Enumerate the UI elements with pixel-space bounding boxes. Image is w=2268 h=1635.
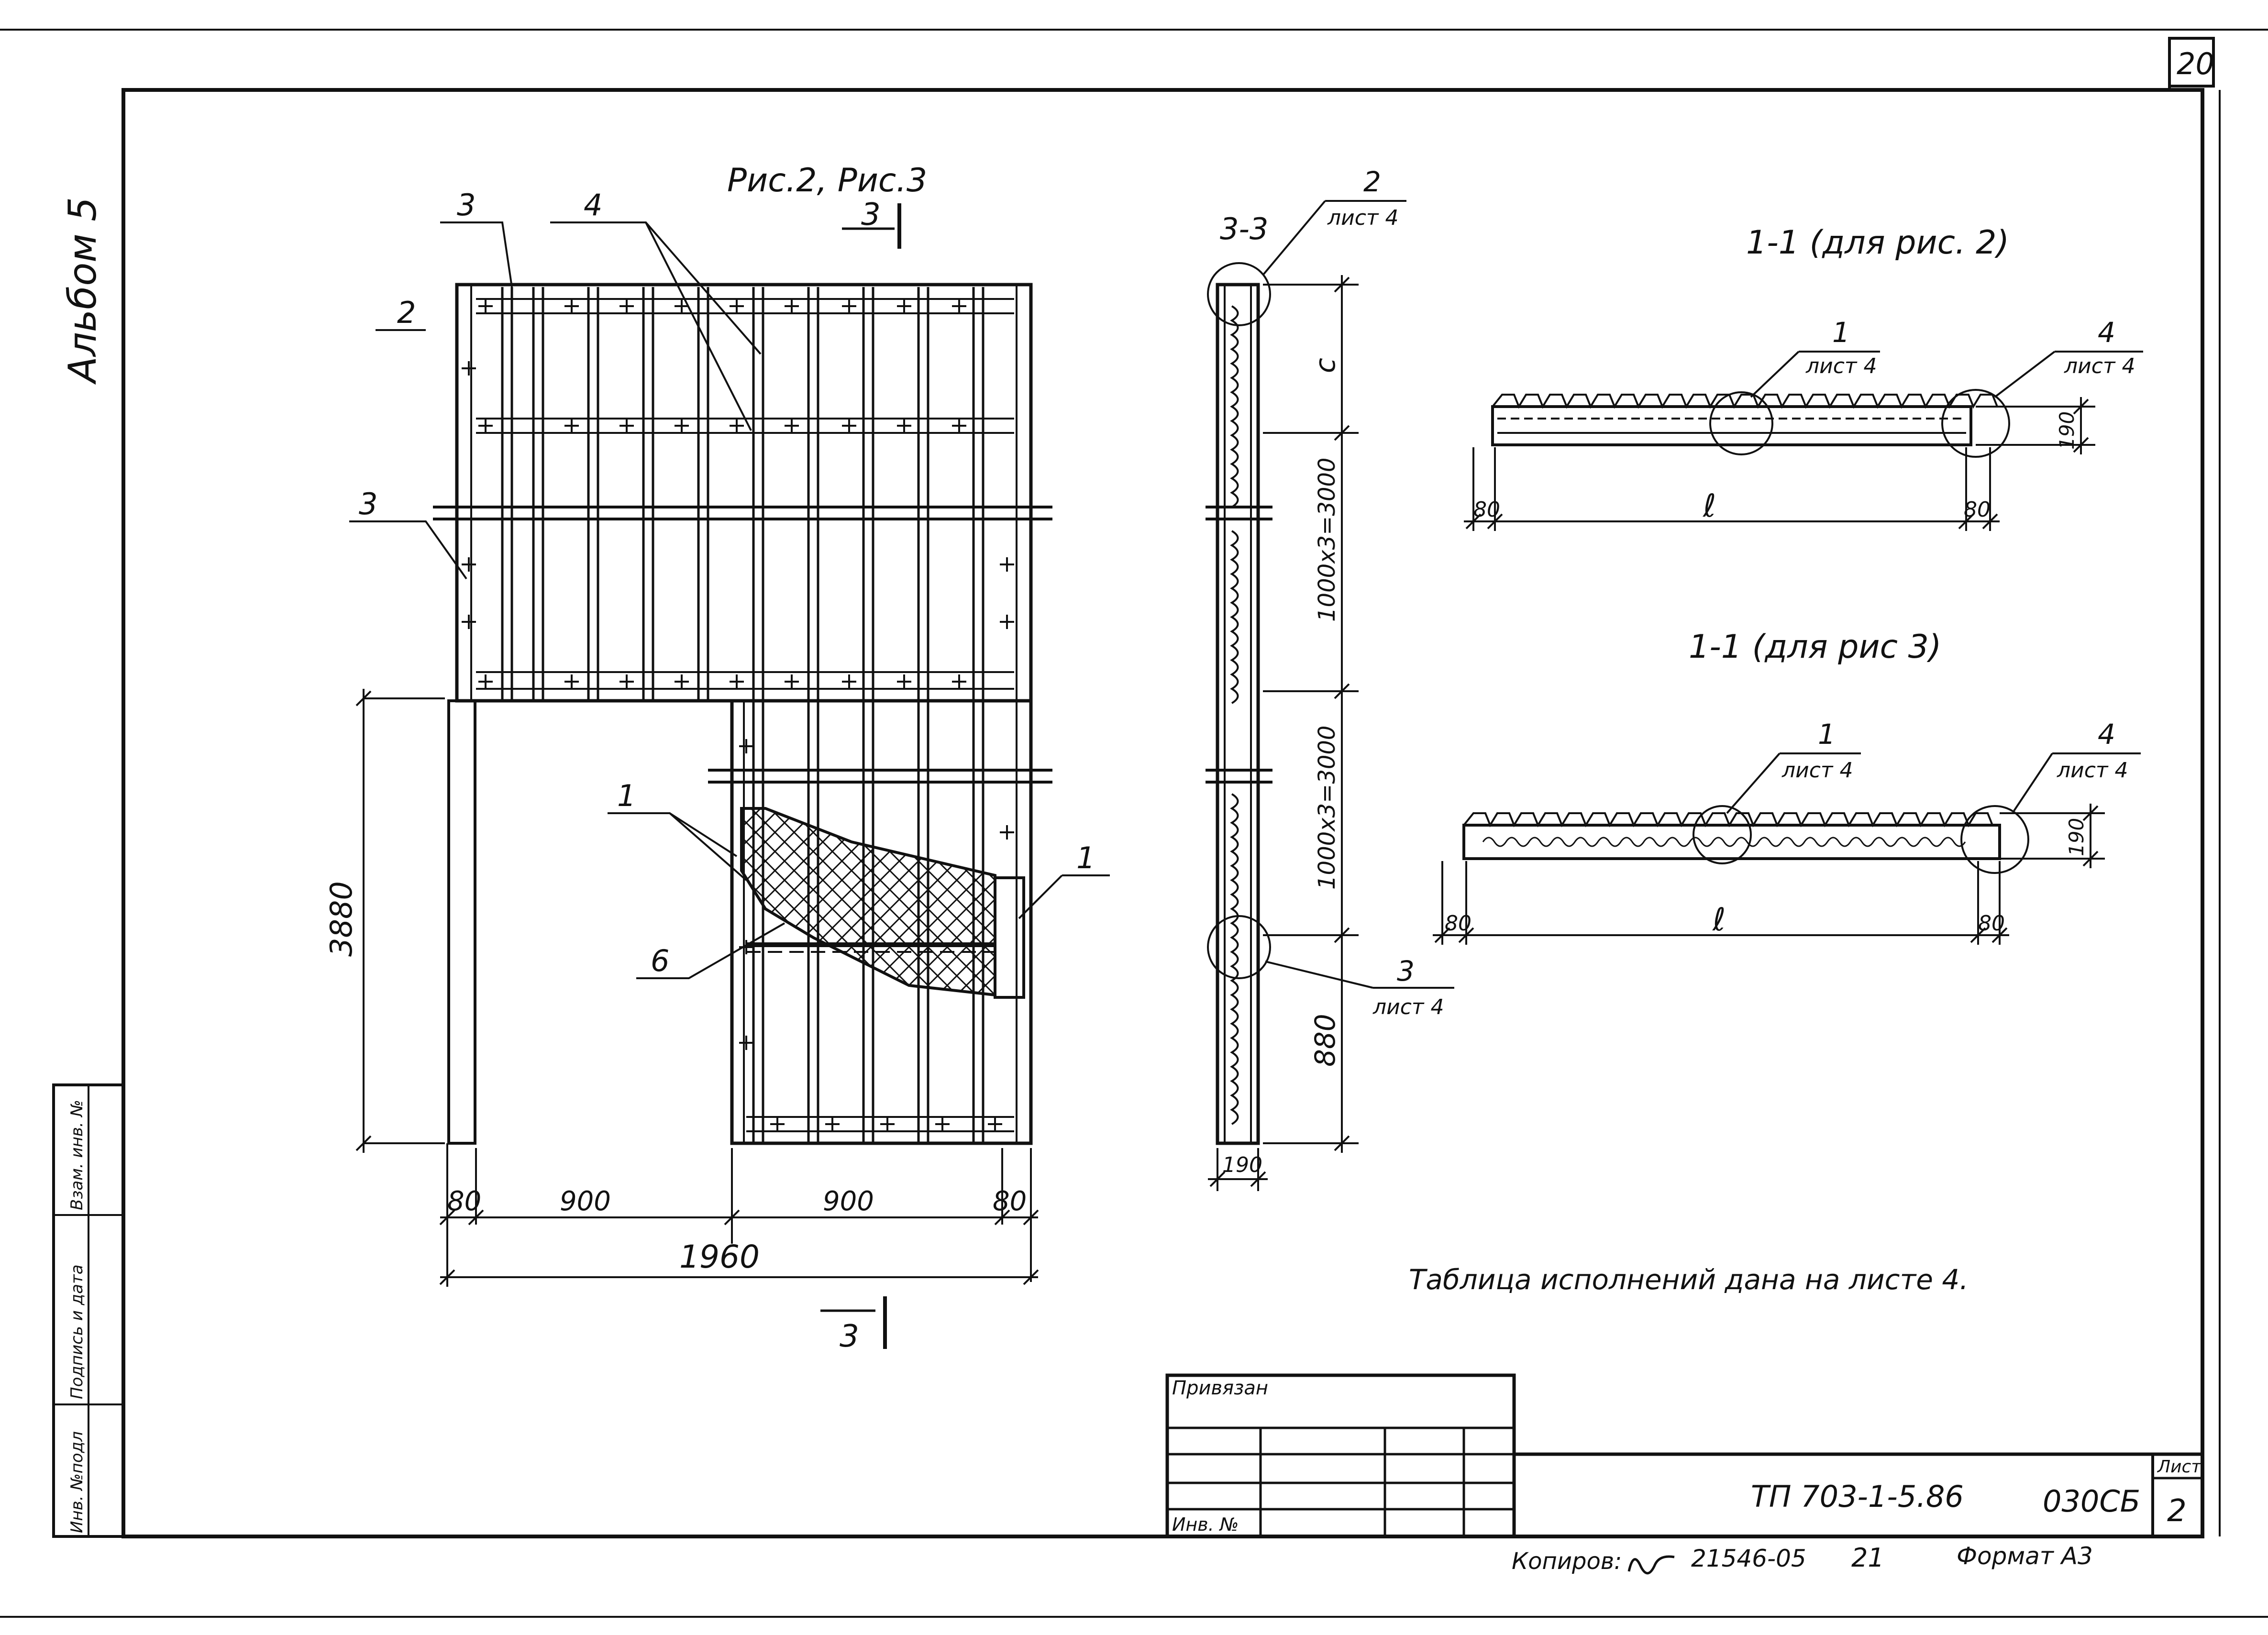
section-11-fig2-dim-l: ℓ: [1703, 487, 1716, 524]
section-11-fig3-dim-right: 80: [1978, 911, 2005, 936]
side-stamp: Инв. №подл Подпись и дата Взам. инв. №: [52, 1083, 125, 1538]
format-label: Формат А3: [1957, 1542, 2093, 1570]
callout-2: 2: [397, 295, 416, 330]
dim-total: 1960: [679, 1238, 760, 1275]
section-1-1-fig3: 1-1 (для рис 3) 1 лист 4 4 лист 4 190 80…: [1433, 628, 2141, 945]
sheet-label: Лист: [2157, 1457, 2202, 1477]
album-label: Альбом 5: [60, 197, 105, 385]
elevation-view: Рис.2, Рис.3 3: [324, 162, 1110, 1354]
doc-code: 030СБ: [2043, 1484, 2140, 1519]
callout-1-left: 1: [617, 778, 636, 813]
figure-ref: Рис.2, Рис.3: [727, 162, 927, 199]
callout-3-top: 3: [457, 188, 476, 222]
section-11-fig2-ref1-sheet: лист 4: [1805, 354, 1877, 378]
section-11-fig3-ref4-sheet: лист 4: [2057, 758, 2128, 783]
section-33-ref-top-num: 2: [1363, 166, 1381, 198]
designation: ТП 703-1-5.86: [1751, 1479, 1964, 1514]
section-11-fig3-dim-l: ℓ: [1712, 901, 1726, 938]
section-11-fig2-dim-190: 190: [2055, 411, 2079, 450]
section-11-fig2-ref4-sheet: лист 4: [2064, 354, 2135, 378]
dim-bottom-mid1: 900: [560, 1186, 611, 1217]
drawing-frame: [122, 88, 2204, 1538]
copyist-signature: [1627, 1555, 1675, 1575]
callout-6: 6: [651, 943, 669, 978]
section-33-ref-top-sheet: лист 4: [1327, 206, 1399, 230]
section-33-dim-mid1: 1000x3=3000: [1314, 458, 1340, 622]
copied-label: Копиров:: [1512, 1548, 1622, 1575]
execution-table-note: Таблица исполнений дана на листе 4.: [1409, 1263, 1969, 1296]
dim-height: 3880: [324, 881, 359, 957]
stamp-signature-date: Подпись и дата: [67, 1264, 87, 1399]
section-33-dim-190: 190: [1222, 1153, 1262, 1177]
section-33-dim-880: 880: [1309, 1014, 1341, 1067]
callout-3-mid: 3: [359, 486, 377, 521]
section-33-dim-mid2: 1000x3=3000: [1314, 726, 1340, 890]
section-11-fig2-dim-left: 80: [1473, 497, 1500, 522]
section-11-fig3-title: 1-1 (для рис 3): [1689, 628, 1941, 666]
dim-bottom-right: 80: [993, 1186, 1027, 1217]
copy-extra: 21: [1851, 1543, 1884, 1573]
section-11-fig3-dim-190: 190: [2065, 818, 2088, 856]
callout-1-right: 1: [1076, 840, 1095, 875]
section-11-fig3-ref1-sheet: лист 4: [1781, 758, 1853, 783]
section-33-dim-c: c: [1309, 358, 1341, 373]
section-mark-top: 3: [861, 197, 881, 232]
callout-4: 4: [584, 188, 602, 222]
section-11-fig2-ref4-num: 4: [2098, 316, 2115, 349]
stamp-replaced-inv: Взам. инв. №: [67, 1100, 87, 1210]
section-33-title: 3-3: [1220, 211, 1268, 246]
section-11-fig3-dim-left: 80: [1445, 911, 1471, 936]
dim-bottom-mid2: 900: [823, 1186, 874, 1217]
section-33-ref-bot-sheet: лист 4: [1372, 995, 1444, 1019]
title-block: Привязан Инв. № ТП 703-1-5.86 030СБ Лист…: [1165, 1373, 2202, 1538]
section-11-fig2-title: 1-1 (для рис. 2): [1746, 224, 2009, 262]
inv-no-label: Инв. №: [1172, 1514, 1239, 1535]
section-11-fig3-ref1-num: 1: [1818, 718, 1836, 751]
section-3-3: 3-3 2 лист 4 3 лист 4: [1206, 166, 1454, 1191]
bound-label: Привязан: [1172, 1377, 1268, 1399]
section-mark-bottom: 3: [840, 1319, 859, 1354]
insulation-hatch: [740, 807, 996, 997]
section-33-ref-bot-num: 3: [1397, 955, 1415, 987]
sheet-value: 2: [2167, 1493, 2187, 1529]
section-1-1-fig2: 1-1 (для рис. 2) 1 лист 4 4 лист 4 190 8…: [1464, 224, 2143, 531]
stamp-inv-podl: Инв. №подл: [67, 1431, 87, 1533]
section-11-fig2-ref1-num: 1: [1832, 316, 1850, 349]
sheet-number: 20: [2177, 46, 2214, 81]
footer: Копиров: 21546-05 21 Формат А3: [1512, 1542, 2093, 1575]
dim-bottom-left: 80: [447, 1186, 481, 1217]
section-11-fig2-dim-right: 80: [1964, 497, 1991, 522]
copy-number: 21546-05: [1691, 1545, 1806, 1572]
section-11-fig3-ref4-num: 4: [2098, 718, 2115, 751]
